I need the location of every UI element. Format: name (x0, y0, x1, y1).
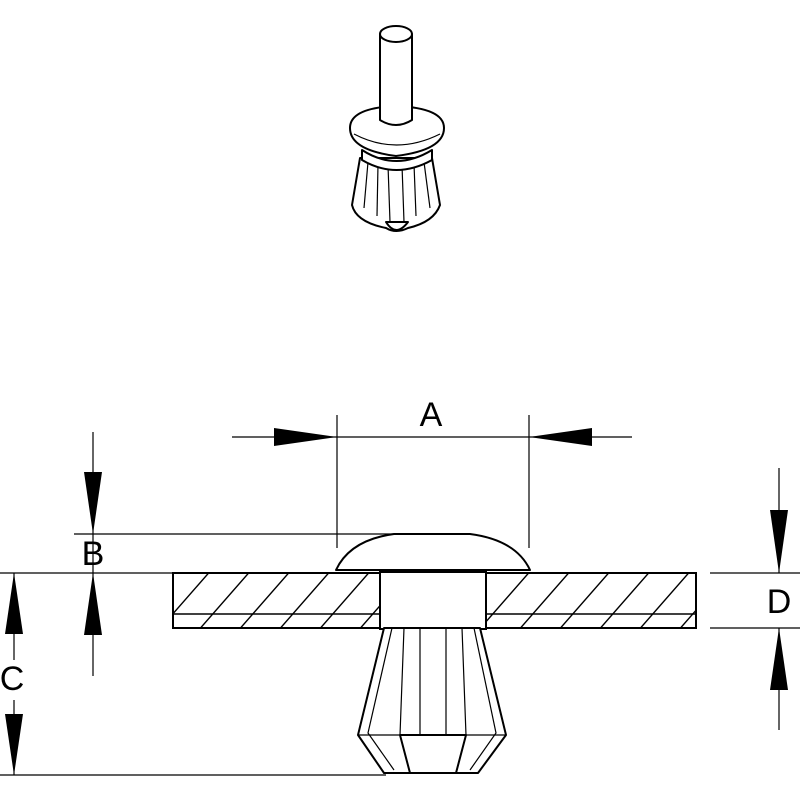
dimension-a: A (232, 396, 632, 548)
rivet-pin-iso (379, 25, 413, 126)
dimension-b: B (74, 432, 468, 676)
dimension-label-a: A (420, 396, 443, 434)
dimension-label-d: D (767, 583, 792, 621)
rivet-legs-iso (351, 157, 441, 232)
dimension-label-b: B (82, 535, 105, 573)
dimension-c: C (0, 572, 386, 776)
dimension-label-c: C (0, 660, 24, 698)
rivet-head-section (335, 533, 531, 571)
rivet-shank (379, 571, 487, 630)
dimension-d: D (710, 468, 800, 730)
rivet-head-iso (349, 105, 445, 157)
rivet-collar-iso (361, 149, 433, 171)
rivet-isometric-view (349, 25, 445, 232)
rivet-legs-section (357, 627, 507, 774)
